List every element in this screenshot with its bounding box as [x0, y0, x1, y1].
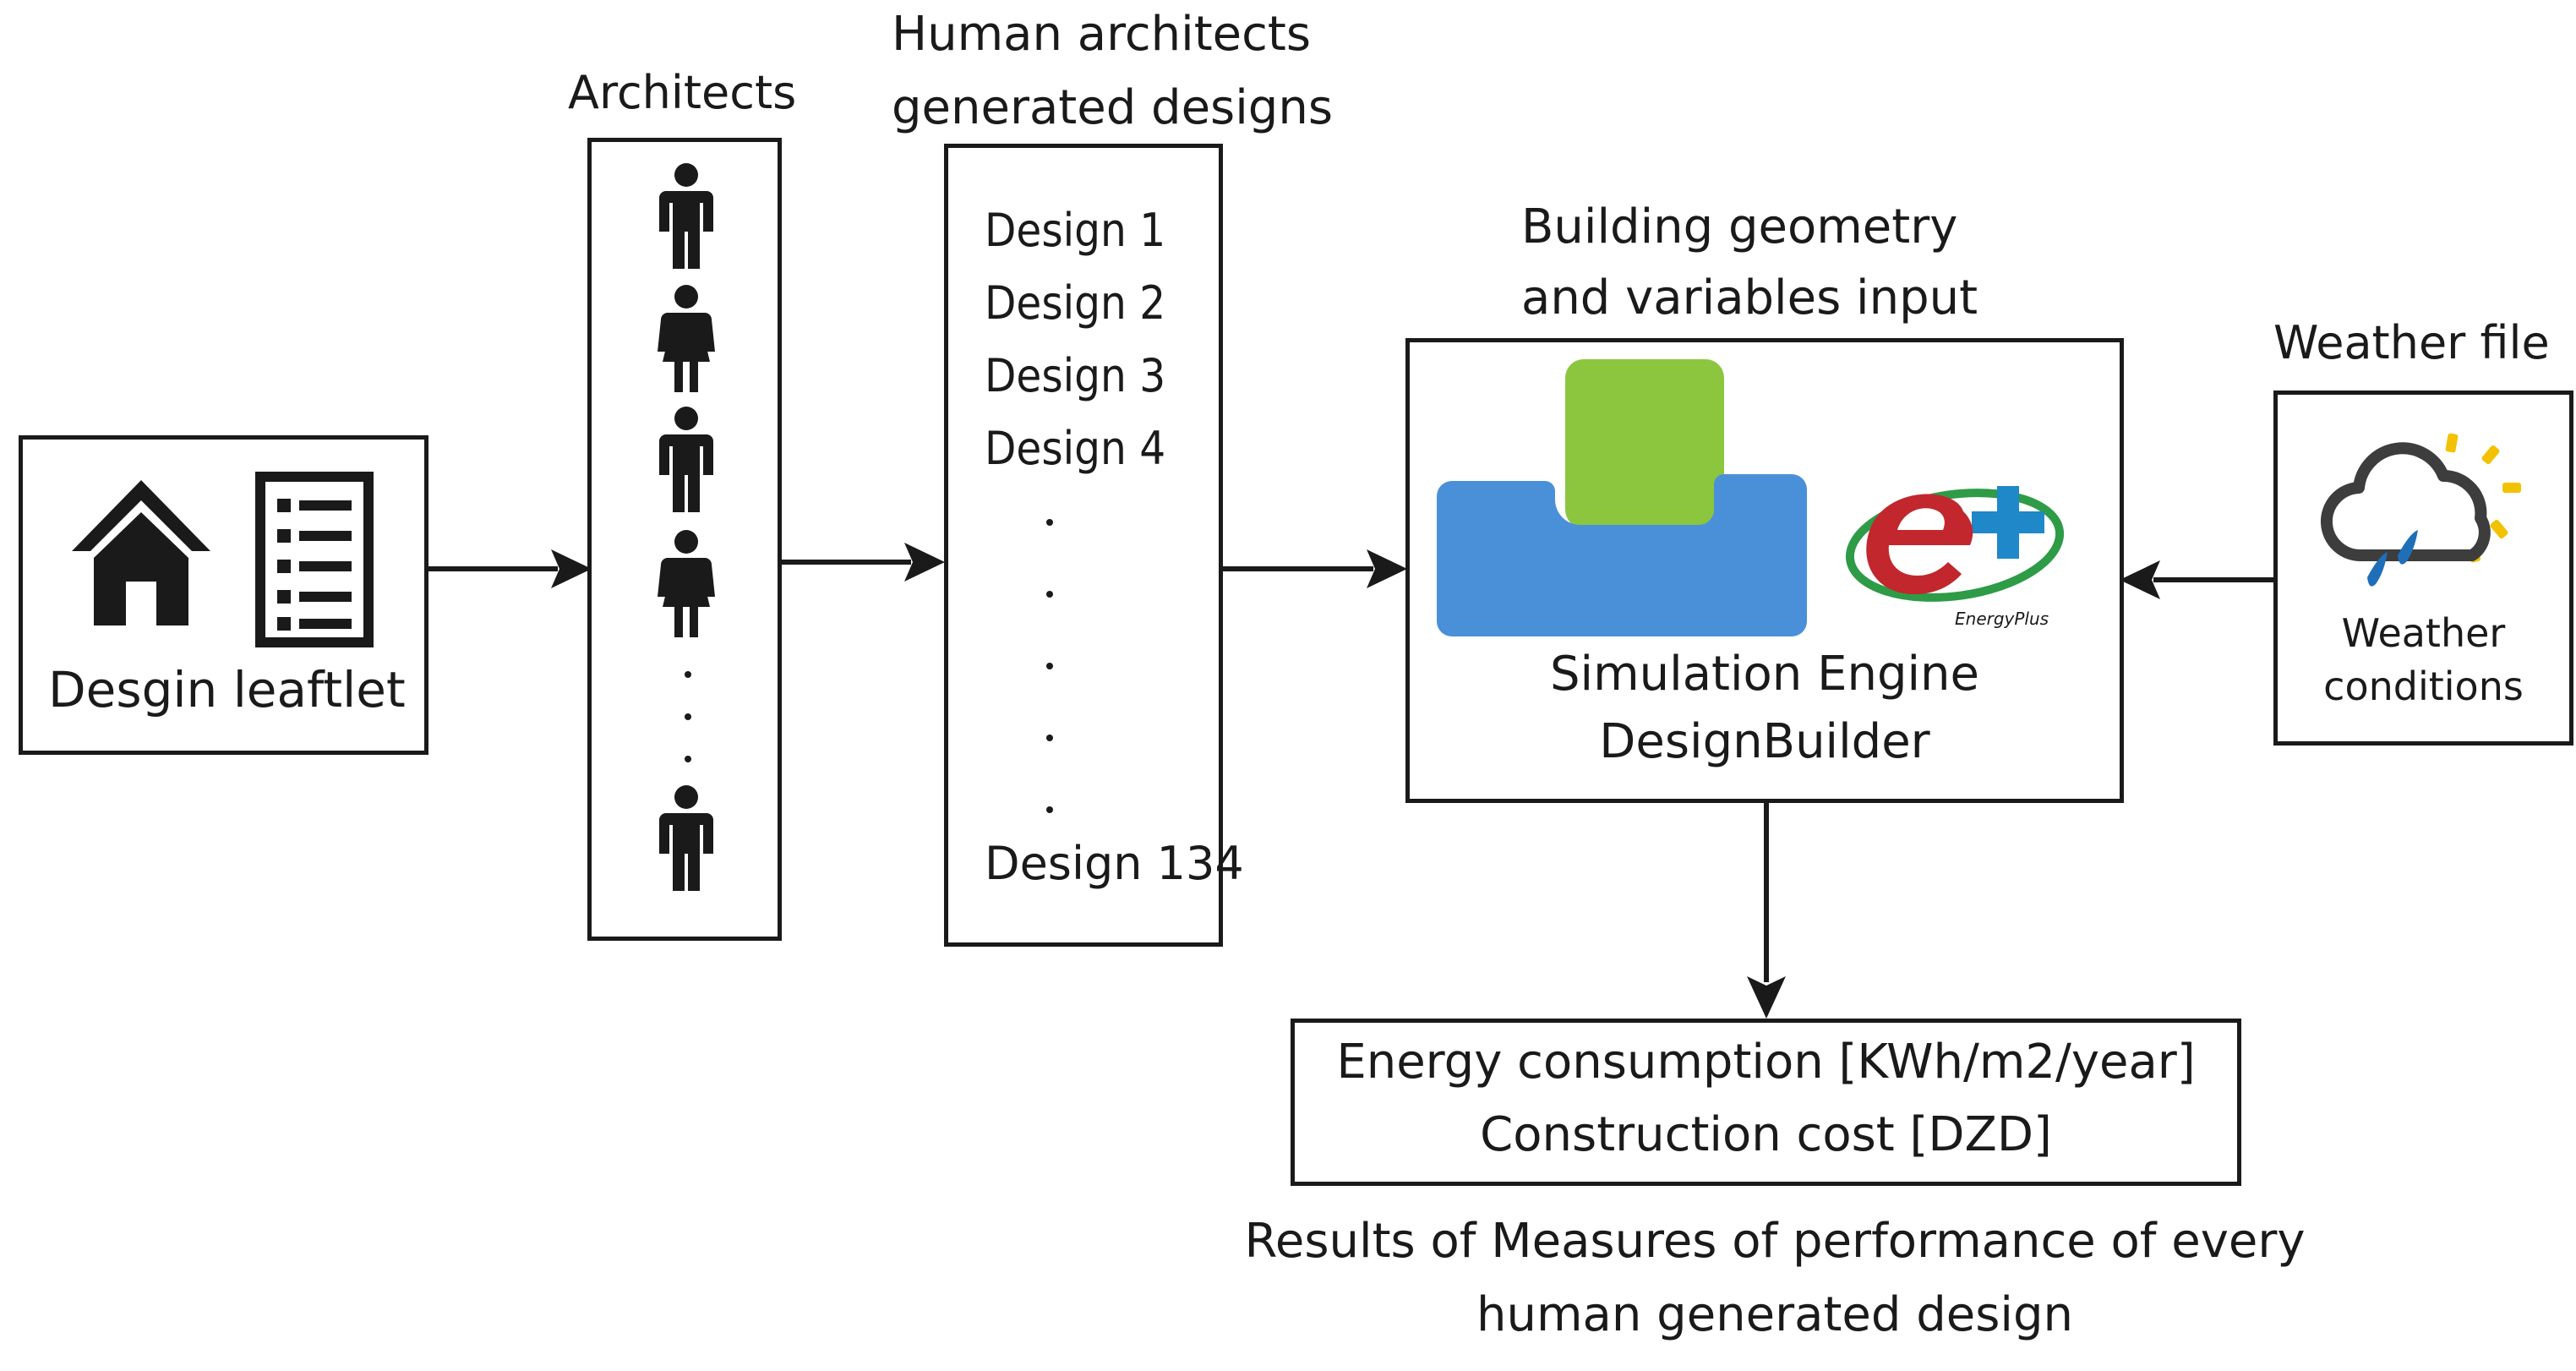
- weather-box: Weather conditions: [2273, 391, 2573, 746]
- design-item: Design 1: [985, 204, 1166, 257]
- results-caption-line2: human generated design: [1476, 1287, 2073, 1342]
- designs-title-line2: generated designs: [892, 80, 1333, 135]
- results-line2: Construction cost [DZD]: [1480, 1107, 2052, 1162]
- male-person-icon: [659, 163, 713, 269]
- designs-box: [944, 144, 1223, 947]
- male-person-icon: [659, 407, 713, 512]
- house-icon: [72, 480, 210, 625]
- designbuilder-logo: [1437, 359, 1807, 636]
- female-person-icon: [658, 285, 715, 392]
- arrow-weather-to-simulation: [2120, 560, 2275, 599]
- results-box: Energy consumption [KWh/m2/year] Constru…: [1291, 1019, 2241, 1186]
- designs-title-line1: Human architects: [892, 7, 1312, 62]
- design-item: Design 3: [985, 349, 1166, 402]
- cloud-rain-sun-icon: [2321, 433, 2521, 587]
- arrow-designs-to-simulation: [1220, 549, 1407, 588]
- designs-ellipsis-dots: [1046, 519, 1053, 813]
- results-line1: Energy consumption [KWh/m2/year]: [1336, 1035, 2196, 1090]
- ellipsis-dots: [685, 671, 691, 762]
- weather-label-line2: conditions: [2323, 664, 2524, 709]
- architects-title: Architects: [568, 66, 797, 119]
- design-item: Design 4: [985, 422, 1166, 475]
- design-item: Design 2: [985, 276, 1166, 330]
- male-person-icon: [659, 785, 713, 891]
- architects-box: [587, 138, 782, 941]
- leaflet-label: Desgin leaftlet: [48, 661, 406, 718]
- design-list: Design 1 Design 2 Design 3 Design 4: [985, 194, 1165, 485]
- energyplus-logo-text: EnergyPlus: [1955, 609, 2049, 629]
- design-item-last: Design 134: [985, 837, 1244, 890]
- arrow-leaflet-to-architects: [427, 549, 592, 588]
- simulation-engine-line1: Simulation Engine: [1549, 647, 1980, 702]
- weather-title: Weather file: [2273, 316, 2550, 369]
- design-leaflet-box: Desgin leaftlet: [19, 435, 428, 755]
- arrow-architects-to-designs: [779, 543, 945, 582]
- simulation-title-line2: and variables input: [1521, 270, 1978, 325]
- simulation-title-line1: Building geometry: [1521, 199, 1958, 254]
- arrow-simulation-to-results: [1747, 801, 1786, 1019]
- checklist-icon: [255, 472, 374, 647]
- weather-label-line1: Weather: [2341, 610, 2506, 656]
- energyplus-logo: [1845, 486, 2065, 602]
- results-caption-line1: Results of Measures of performance of ev…: [1244, 1214, 2306, 1269]
- simulation-engine-line2: DesignBuilder: [1599, 714, 1930, 769]
- female-person-icon: [658, 530, 715, 637]
- simulation-box: EnergyPlus Simulation Engine DesignBuild…: [1405, 338, 2124, 803]
